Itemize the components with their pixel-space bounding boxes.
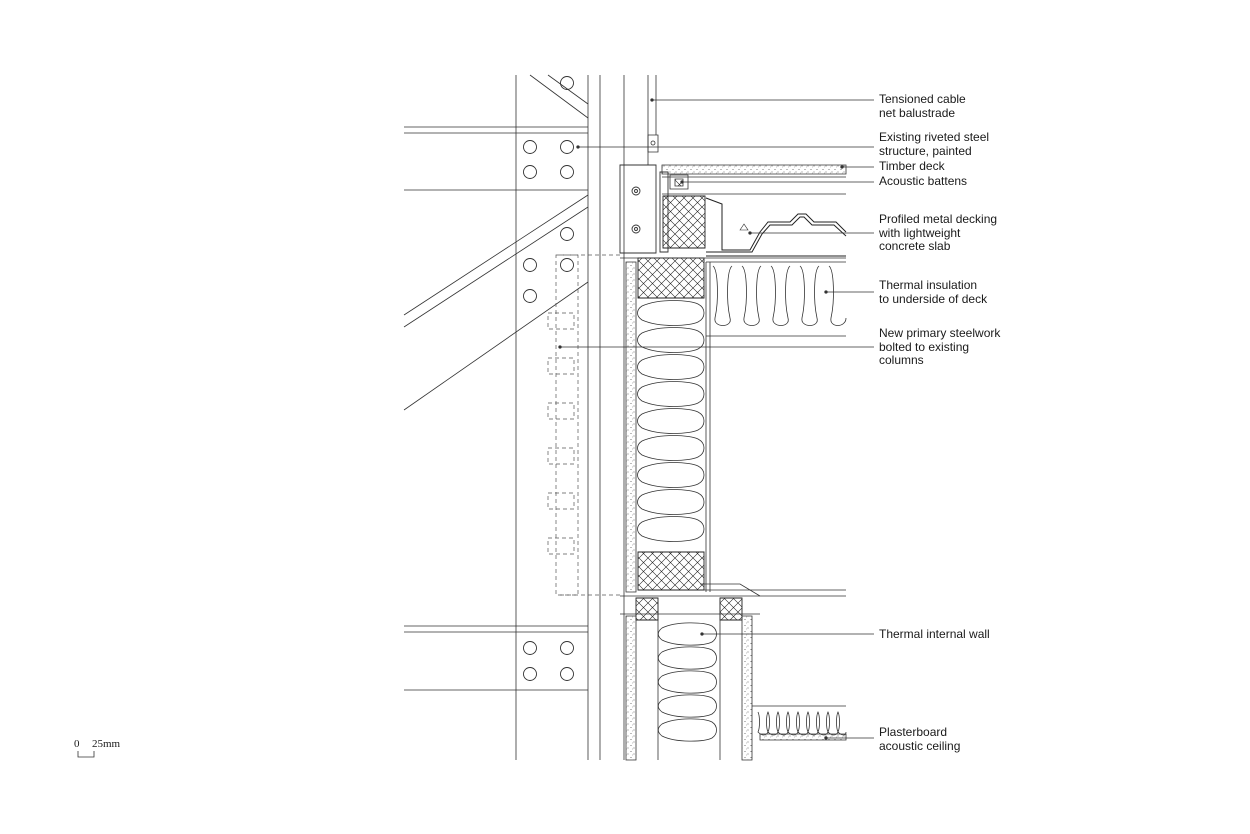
label-thermal-insulation: Thermal insulation to underside of deck [879,278,988,306]
scale-bar [78,751,94,757]
label-ceiling: Plasterboard acoustic ceiling [879,725,961,753]
label-timber-deck: Timber deck [879,159,945,174]
balustrade-post [624,75,658,760]
label-line: bolted to existing [879,339,970,354]
timber-deck [662,165,846,194]
label-line: Tensioned cable [879,92,966,106]
label-line: net balustrade [879,105,956,120]
label-line: Plasterboard [879,725,948,739]
label-line: concrete slab [879,239,951,253]
wall-insulation [638,301,705,542]
label-internal-wall: Thermal internal wall [879,627,990,642]
label-line: with lightweight [879,225,961,240]
facade-wall [620,258,846,596]
label-line: to underside of deck [879,291,988,306]
new-primary-steelwork [548,255,620,595]
label-steel-structure: Existing riveted steel structure, painte… [879,130,990,158]
leader-lines [559,99,874,740]
label-metal-decking: Profiled metal decking with lightweight … [879,212,998,254]
existing-steel-structure [404,75,600,760]
label-line: columns [879,353,924,367]
label-line: Existing riveted steel [879,130,990,144]
label-acoustic-battens: Acoustic battens [879,174,968,189]
timber-blocks [636,196,742,620]
label-line: Thermal insulation [879,278,978,292]
label-line: acoustic ceiling [879,738,961,753]
metal-decking-slab [706,198,846,256]
label-line: Acoustic battens [879,174,968,188]
label-line: structure, painted [879,143,972,158]
label-primary-steelwork: New primary steelwork bolted to existing… [879,326,1001,368]
label-line: Profiled metal decking [879,212,998,226]
acoustic-ceiling [752,706,846,740]
label-balustrade: Tensioned cable net balustrade [879,92,966,120]
label-line: Timber deck [879,159,945,173]
scale-length: 25mm [92,738,121,750]
label-line: Thermal internal wall [879,627,990,641]
internal-wall [620,600,760,760]
scale-zero: 0 [74,738,80,750]
rivet-holes [524,77,574,681]
label-line: New primary steelwork [879,326,1001,340]
deck-bracket [620,165,668,253]
internal-wall-insulation [658,623,716,741]
deck-insulation [706,262,846,336]
